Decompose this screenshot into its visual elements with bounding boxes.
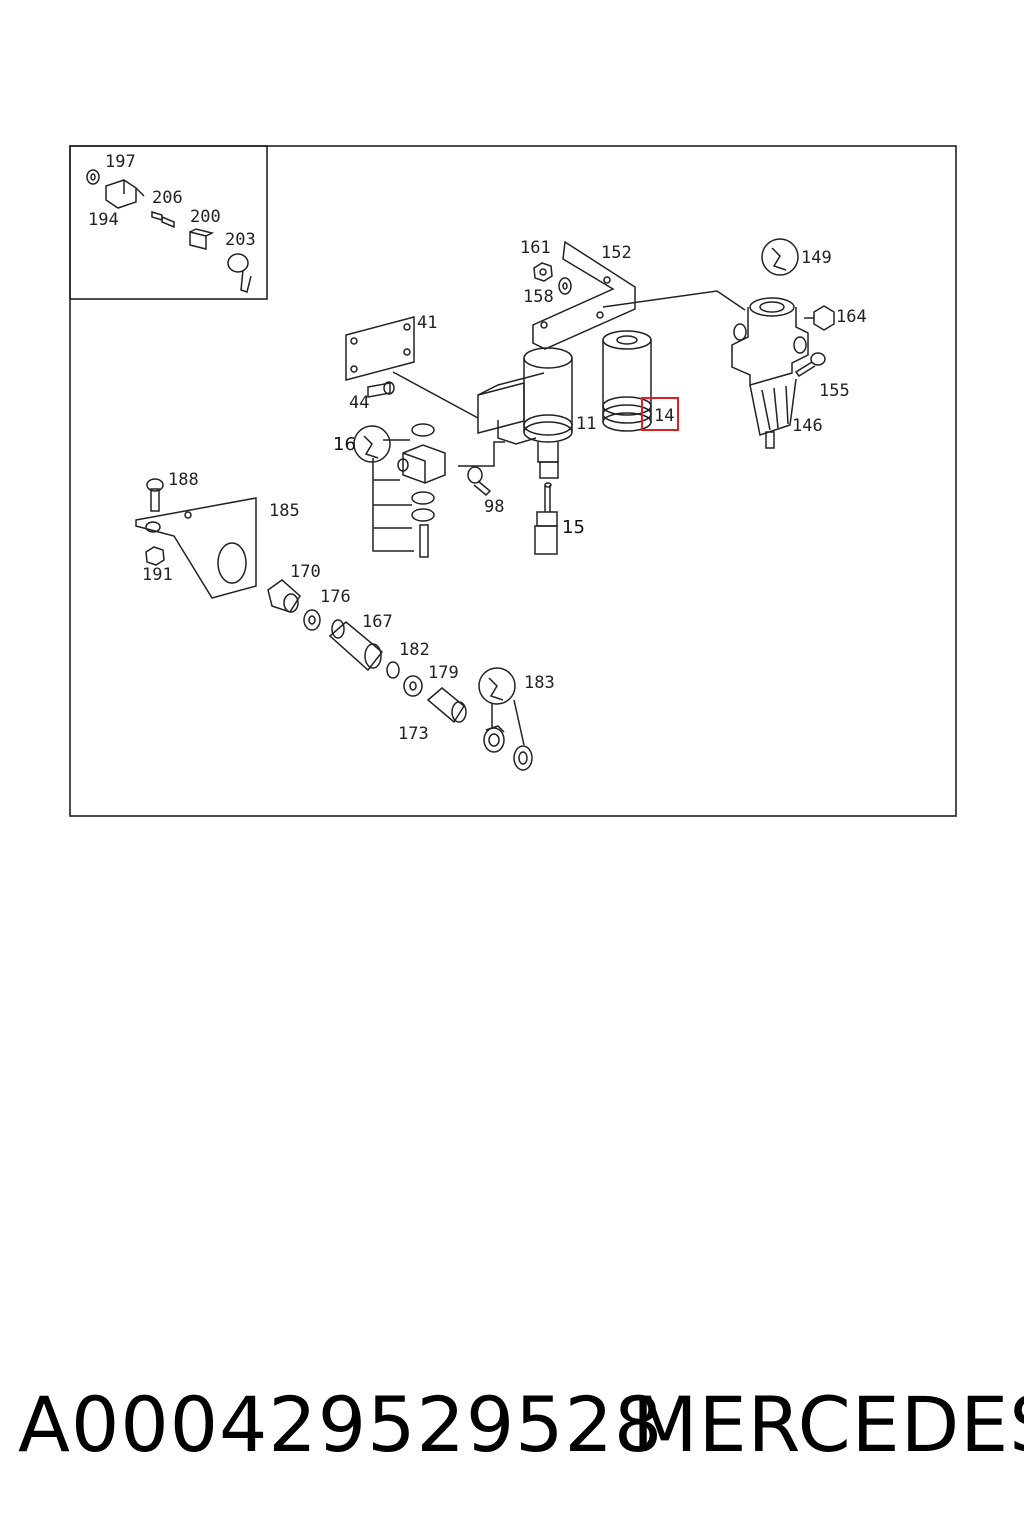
wrench-icon (478, 667, 516, 705)
callout-176: 176 (320, 587, 351, 607)
wrench-icon (353, 425, 391, 463)
part-161-nut (533, 262, 553, 282)
diagram-frame (69, 145, 957, 817)
callout-188: 188 (168, 470, 199, 490)
callout-206: 206 (152, 188, 183, 208)
part-197-washer (86, 169, 100, 185)
part-11-air-dryer (477, 347, 573, 479)
part-200-cap (189, 228, 215, 250)
part-179-fitting (426, 687, 467, 724)
brand-name: MERCEDES (632, 1380, 1024, 1469)
callout-164: 164 (836, 307, 867, 327)
part-185-bracket (135, 497, 257, 599)
part-183-fittings (483, 699, 533, 771)
callout-179: 179 (428, 663, 459, 683)
callout-182: 182 (399, 640, 430, 660)
callout-11: 11 (576, 414, 596, 434)
part-152-bracket (532, 240, 636, 350)
callout-44: 44 (349, 393, 369, 413)
callout-197: 197 (105, 152, 136, 172)
callout-203: 203 (225, 230, 256, 250)
part-158-washer (558, 277, 572, 295)
part-41-bracket (345, 316, 415, 381)
inset-frame (69, 145, 268, 300)
part-164-plug (804, 305, 835, 331)
part-182-washer (386, 661, 400, 679)
callout-155: 155 (819, 381, 850, 401)
part-16-valve-block (372, 423, 446, 558)
part-155-bolt (794, 352, 826, 378)
wrench-icon (761, 238, 799, 276)
callout-200: 200 (190, 207, 221, 227)
part-170-fitting (267, 579, 301, 613)
callout-15: 15 (562, 517, 585, 538)
part-203-connector (227, 253, 252, 293)
callout-185: 185 (269, 501, 300, 521)
highlight-box-14 (641, 397, 679, 431)
callout-14: 14 (654, 406, 674, 426)
part-173-washer (403, 675, 423, 697)
callout-149: 149 (801, 248, 832, 268)
part-14-filter-cartridge (602, 330, 652, 432)
part-206-clip (151, 210, 175, 229)
callout-146: 146 (792, 416, 823, 436)
callout-41: 41 (417, 313, 437, 333)
part-number: A000429529528 (18, 1380, 664, 1469)
part-188-bolt (146, 478, 164, 512)
callout-98: 98 (484, 497, 504, 517)
callout-173: 173 (398, 724, 429, 744)
callout-152: 152 (601, 243, 632, 263)
part-44-bolt (367, 381, 395, 398)
part-176-washer (303, 609, 321, 631)
callout-183: 183 (524, 673, 555, 693)
callout-170: 170 (290, 562, 321, 582)
part-194-sensor (105, 179, 145, 209)
part-191-nut (145, 546, 165, 566)
part-167-coupling (328, 619, 384, 672)
part-15-cartridge-pin (534, 482, 558, 555)
callout-16: 16 (333, 434, 356, 455)
part-146-protection-valve (731, 297, 809, 449)
callout-167: 167 (362, 612, 393, 632)
product-footer: A000429529528 MERCEDES (0, 1380, 1024, 1470)
part-98-bolt (458, 441, 505, 497)
leader-line (602, 290, 746, 311)
callout-158: 158 (523, 287, 554, 307)
callout-191: 191 (142, 565, 173, 585)
callout-194: 194 (88, 210, 119, 230)
callout-161: 161 (520, 238, 551, 258)
